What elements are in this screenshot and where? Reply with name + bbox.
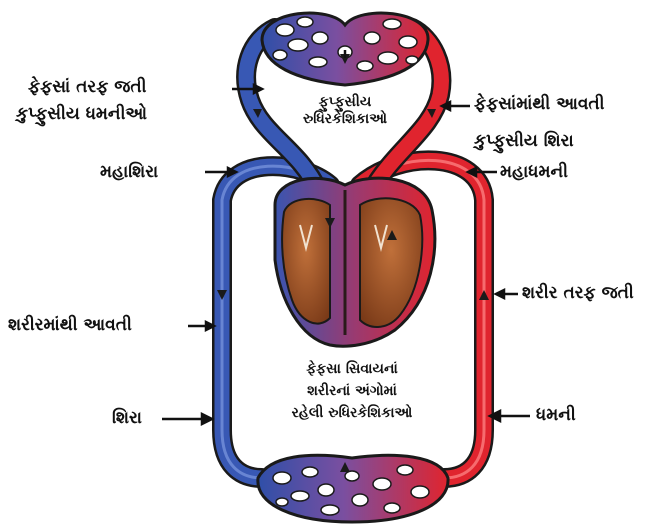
label-to-lungs: ફેફસાં તરફ જતી [28,77,146,97]
label-pulmonary-artery: કુપ્ફુસીય ધમનીઓ [16,104,147,124]
body-capillary-bed [258,455,448,522]
label-pulmonary-capillaries: ફુપ્ફુસીય રુધિરકેશિકાઓ [292,94,398,128]
label-artery: ધમની [536,405,576,425]
label-body-capillaries: ફેફસા સિવાયનાં શરીરનાં અંગોમાં રહેલી રુધ… [262,358,442,424]
lung-capillary-bed [262,13,428,85]
label-from-lungs: ફેફસાંમાંથી આવતી [474,94,605,114]
label-pulmonary-vein: કુપ્ફુસીય શિરા [474,131,574,151]
label-vein: શિરા [112,408,142,428]
label-from-body: શરીરમાંથી આવતી [8,315,132,335]
label-vena-cava: મહાશિરા [100,162,158,182]
label-to-body: શરીર તરફ જતી [522,283,634,303]
label-aorta: મહાધમની [500,162,568,182]
heart [275,178,435,346]
